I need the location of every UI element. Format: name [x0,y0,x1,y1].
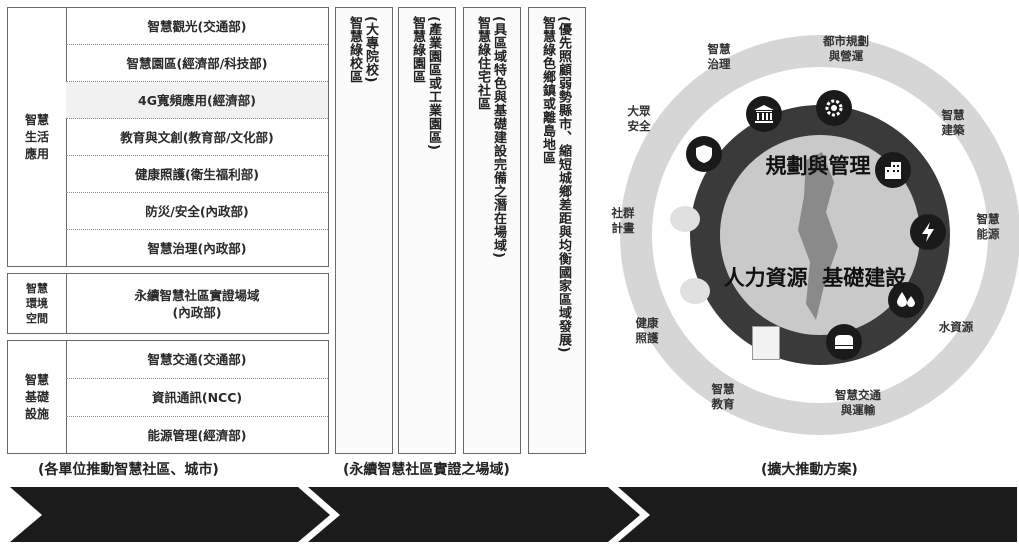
caption-middle: (永續智慧社區實證之場域) [343,462,510,478]
group-items: 永續智慧社區實證場域 (內政部) [66,274,328,333]
list-item: 能源管理(經濟部) [147,427,247,443]
field-column-township: 智慧綠色鄉鎮或離島地區 (優先照顧弱勢縣市、縮短城鄉差距與均衡國家區域發展) [528,7,586,454]
shield-icon [686,136,722,172]
column-subtitle: (具區域特色與基礎建設完備之潛在場域) [491,16,506,259]
node-label-water-resources: 水資源 [938,320,974,334]
column-subtitle: (產業園區或工業園區) [426,16,441,151]
group-smart-living: 智慧 生活 應用 智慧觀光(交通部) 智慧園區(經濟部/科技部) 4G寬頻應用(… [7,7,329,267]
group-smart-infrastructure: 智慧 基礎 設施 智慧交通(交通部) 資訊通訊(NCC) 能源管理(經濟部) [7,340,329,454]
group-label: 智慧 環境 空間 [8,274,67,333]
list-item: 防災/安全(內政部) [66,193,328,230]
list-item: 智慧治理(內政部) [147,241,247,256]
column-title: 智慧綠色鄉鎮或離島地區 [540,16,555,165]
process-arrows [10,487,1017,542]
vehicle-icon [826,324,862,360]
node-label-smart-energy: 智慧 能源 [976,212,1000,241]
circle-rings [620,35,1019,435]
building-icon [875,152,911,188]
water-drop-icon [888,282,924,318]
book-icon [752,326,780,360]
list-item: 4G寬頻應用(經濟部) [66,82,328,119]
hands-icon [680,278,710,304]
center-title-resources: 人力資源 基礎建設 [723,266,907,290]
list-item: 教育與文創(教育部/文化部) [66,119,328,156]
arrow-chevron-3 [618,487,1017,542]
node-label-smart-governance: 智慧 治理 [707,42,731,71]
column-subtitle: (優先照顧弱勢縣市、縮短城鄉差距與均衡國家區域發展) [556,16,571,353]
field-column-campus: 智慧綠校區 (大專院校) [335,7,393,454]
arrow-chevron-1 [10,487,330,542]
column-subtitle: (大專院校) [363,16,378,83]
caption-right: (擴大推動方案) [761,462,858,478]
circle-diagram: 規劃與管理 人力資源 基礎建設 都市規劃 與營運 智慧 建築 智慧 能源 水資源… [610,0,1019,455]
column-title: 智慧綠住宅社區 [475,16,490,111]
list-item: 永續智慧社區實證場域 (內政部) [134,287,260,320]
node-label-health-care: 健康 照護 [635,316,659,345]
list-item: 健康照護(衛生福利部) [66,156,328,193]
node-label-community-plan: 社群 計畫 [611,206,635,235]
group-label: 智慧 生活 應用 [8,8,67,266]
field-column-residential: 智慧綠住宅社區 (具區域特色與基礎建設完備之潛在場域) [463,7,521,454]
group-items: 智慧交通(交通部) 資訊通訊(NCC) 能源管理(經濟部) [66,341,328,453]
group-smart-environment: 智慧 環境 空間 永續智慧社區實證場域 (內政部) [7,273,329,334]
list-item: 智慧園區(經濟部/科技部) [66,45,328,82]
community-icon [670,206,700,232]
node-label-smart-education: 智慧 教育 [711,382,735,411]
node-label-smart-transport: 智慧交通 與運輸 [835,388,881,417]
gear-icon [816,90,852,126]
node-label-urban-planning: 都市規劃 與營運 [823,34,869,63]
list-item: 資訊通訊(NCC) [66,379,328,417]
caption-left: (各單位推動智慧社區、城市) [38,462,219,478]
list-item: 智慧交通(交通部) [66,341,328,379]
list-item: 智慧觀光(交通部) [66,8,328,45]
lightning-icon [910,214,946,250]
node-label-smart-building: 智慧 建築 [941,108,965,137]
group-items: 智慧觀光(交通部) 智慧園區(經濟部/科技部) 4G寬頻應用(經濟部) 教育與文… [66,8,328,266]
node-label-public-safety: 大眾 安全 [627,104,651,133]
center-title-planning: 規劃與管理 [765,154,871,178]
government-icon [746,96,782,132]
column-title: 智慧綠園區 [410,16,425,84]
field-column-park: 智慧綠園區 (產業園區或工業園區) [398,7,456,454]
group-label: 智慧 基礎 設施 [8,341,67,453]
arrow-chevron-2 [308,487,640,542]
column-title: 智慧綠校區 [347,16,362,84]
